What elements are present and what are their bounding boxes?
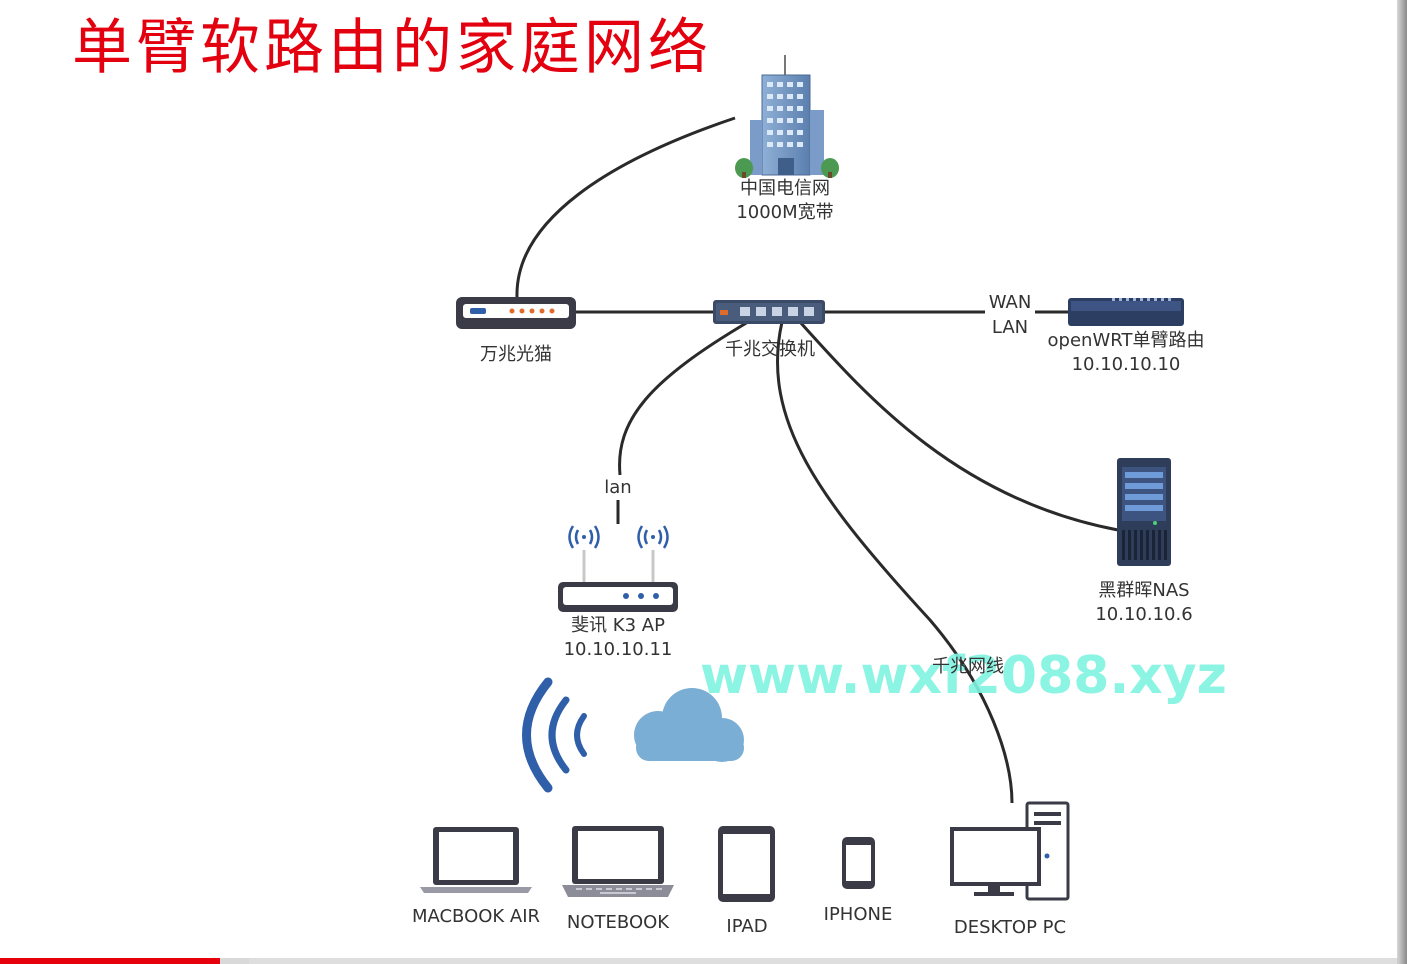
notebook-icon: [562, 826, 674, 897]
device-label-notebook: NOTEBOOK: [567, 912, 670, 933]
nas-ip-label: 10.10.10.6: [1095, 604, 1192, 625]
connection-lines: [515, 116, 1119, 804]
ap-ip-label: 10.10.10.11: [564, 639, 673, 660]
building-icon: [735, 55, 839, 178]
device-label-ipad: IPAD: [726, 916, 767, 937]
line-switch-ap: [616, 320, 749, 524]
router-icon: [1068, 298, 1184, 326]
desktop-label: DESKTOP PC: [954, 917, 1066, 938]
line-switch-nas: [798, 320, 1119, 532]
video-progress-fill: [0, 958, 220, 964]
phone-icon: [842, 837, 875, 889]
access-point-icon: [558, 525, 678, 612]
switch-icon: [713, 300, 825, 324]
line-isp-modem: [515, 116, 736, 298]
device-label-iphone: IPHONE: [824, 904, 893, 925]
isp-label: 中国电信网: [740, 178, 830, 199]
cloud-icon: [634, 688, 744, 762]
video-progress-bar[interactable]: [0, 958, 1400, 964]
tablet-icon: [718, 826, 775, 902]
router-ip-label: 10.10.10.10: [1072, 354, 1181, 375]
laptop-icon: [420, 827, 532, 893]
router-label: openWRT单臂路由: [1048, 330, 1205, 351]
desktop-pc-icon: [950, 801, 1070, 901]
line-switch-desktop: [776, 321, 1014, 804]
ap-link-label: lan: [604, 477, 631, 498]
watermark-url: www.wxf2088.xyz: [700, 646, 1227, 706]
window-edge-shadow: [1397, 0, 1407, 964]
nas-server-icon: [1117, 458, 1171, 566]
router-lan-port-label: LAN: [992, 317, 1028, 338]
device-label-macbook: MACBOOK AIR: [412, 906, 540, 927]
modem-label: 万兆光猫: [480, 344, 552, 365]
isp-bandwidth-label: 1000M宽带: [736, 202, 833, 223]
ap-label: 斐讯 K3 AP: [571, 615, 665, 636]
page-title: 单臂软路由的家庭网络: [72, 13, 712, 83]
modem-icon: [456, 297, 576, 329]
switch-label: 千兆交换机: [725, 339, 815, 360]
desktop-link-label: 千兆网线: [932, 656, 1004, 677]
nas-label: 黑群晖NAS: [1098, 580, 1189, 601]
router-wan-port-label: WAN: [989, 292, 1032, 313]
wifi-signal-icon: [522, 677, 587, 793]
